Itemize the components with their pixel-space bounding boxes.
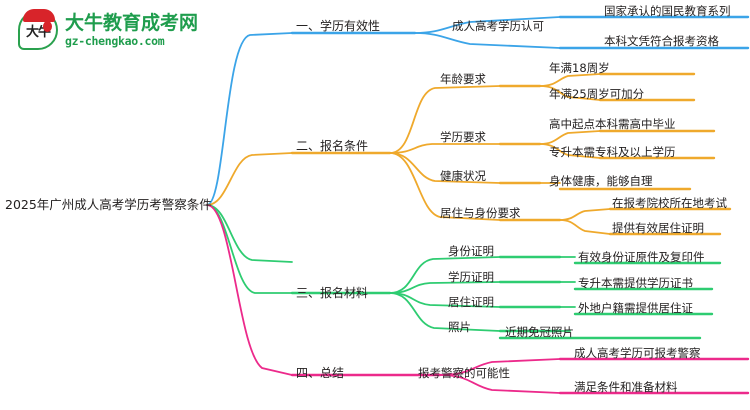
branch-4-child-0[interactable]: 报考警察的可能性 — [418, 366, 510, 380]
branch-2-child-0[interactable]: 年龄要求 — [440, 72, 486, 86]
branch-3-leaf-0-0[interactable]: 有效身份证原件及复印件 — [578, 250, 705, 264]
logo-cap-shape — [23, 9, 55, 22]
branch-3-leaf-2-0[interactable]: 外地户籍需提供居住证 — [578, 301, 693, 315]
branch-2-node[interactable]: 二、报名条件 — [296, 139, 369, 153]
branch-2-leaf-2-0[interactable]: 身体健康，能够自理 — [549, 174, 653, 188]
branch-3-leaf-3-0[interactable]: 近期免冠照片 — [505, 325, 574, 339]
branch-4-leaf-0-0[interactable]: 成人高考学历可报考警察 — [574, 346, 701, 360]
branch-2-leaf-0-0[interactable]: 年满18周岁 — [549, 61, 610, 75]
branch-2-child-2[interactable]: 健康状况 — [440, 169, 486, 183]
branch-2-leaf-3-0[interactable]: 在报考院校所在地考试 — [612, 196, 727, 210]
brand-name: 大牛教育成考网 — [65, 11, 199, 34]
branch-3-child-0[interactable]: 身份证明 — [448, 244, 494, 258]
branch-3-node[interactable]: 三、报名材料 — [296, 286, 369, 300]
brand-logo: 大牛 大牛教育成考网 gz-chengkao.com — [18, 9, 198, 50]
branch-1-child-0[interactable]: 成人高考学历认可 — [452, 19, 544, 33]
branch-2-child-1[interactable]: 学历要求 — [440, 130, 486, 144]
branch-3-child-3[interactable]: 照片 — [448, 320, 471, 334]
branch-3-child-2[interactable]: 居住证明 — [448, 295, 494, 309]
branch-3-leaf-1-0[interactable]: 专升本需提供学历证书 — [578, 276, 693, 290]
brand-text: 大牛教育成考网 gz-chengkao.com — [65, 13, 198, 48]
logo-dot-shape — [43, 21, 52, 32]
speech-bubble-logo-icon: 大牛 — [18, 9, 58, 50]
branch-2-child-3[interactable]: 居住与身份要求 — [440, 206, 521, 220]
branch-2-leaf-0-1[interactable]: 年满25周岁可加分 — [549, 87, 645, 101]
branch-3-child-1[interactable]: 学历证明 — [448, 270, 494, 284]
branch-1-leaf-0-0[interactable]: 国家承认的国民教育系列 — [604, 4, 731, 18]
root-node[interactable]: 2025年广州成人高考学历考警察条件 — [5, 197, 212, 212]
branch-1-node[interactable]: 一、学历有效性 — [296, 19, 381, 33]
branch-2-leaf-3-1[interactable]: 提供有效居住证明 — [612, 221, 704, 235]
branch-4-leaf-0-1[interactable]: 满足条件和准备材料 — [574, 380, 678, 394]
branch-2-leaf-1-1[interactable]: 专升本需专科及以上学历 — [549, 145, 676, 159]
branch-1-leaf-0-1[interactable]: 本科文凭符合报考资格 — [604, 34, 719, 48]
branch-4-node[interactable]: 四、总结 — [296, 366, 345, 380]
brand-site: gz-chengkao.com — [65, 33, 165, 48]
branch-2-leaf-1-0[interactable]: 高中起点本科需高中毕业 — [549, 117, 676, 131]
